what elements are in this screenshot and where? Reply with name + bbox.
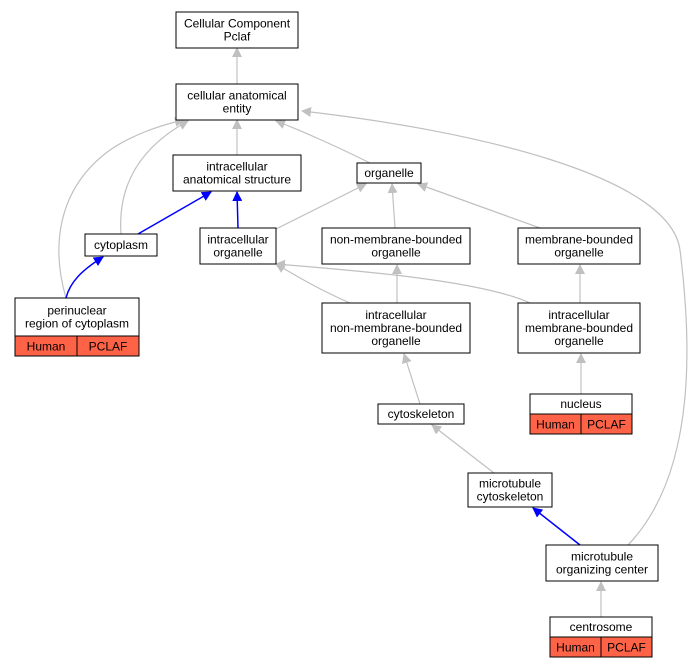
node-box <box>199 227 277 265</box>
gene-tag: PCLAF <box>587 418 626 432</box>
node-label: microtubule <box>571 550 633 564</box>
edge-imbo-to-io <box>275 259 531 304</box>
edge-cyt-to-ias <box>137 191 212 235</box>
node-label: organelle <box>213 246 263 260</box>
edge-io-to-org <box>275 183 367 230</box>
node-box <box>321 302 471 354</box>
edge-csk-to-inmbo <box>401 353 421 405</box>
node-label: intracellular <box>548 308 609 322</box>
edge-prc-to-cyt <box>65 256 104 299</box>
node-box <box>175 83 299 121</box>
node-label: centrosome <box>570 620 633 634</box>
node-label: organelle <box>371 246 421 260</box>
edges-layer <box>58 47 688 617</box>
node-label: organelle <box>364 166 414 180</box>
species-tag: Human <box>27 340 66 354</box>
node-box <box>356 162 422 184</box>
node-label: cytoskeleton <box>477 490 544 504</box>
species-tag: Human <box>536 418 575 432</box>
edge-mbo-to-org <box>417 182 541 229</box>
node-label: Pclaf <box>224 30 251 44</box>
node-label: cytoplasm <box>94 238 148 252</box>
edge-mtc-to-csk <box>431 424 495 474</box>
node-cyt[interactable]: cytoplasm <box>84 233 158 257</box>
node-label: Cellular Component <box>184 17 291 31</box>
node-label: anatomical structure <box>183 173 291 187</box>
node-box <box>517 302 641 354</box>
node-label: organizing center <box>556 563 648 577</box>
node-label: intracellular <box>206 160 267 174</box>
node-label: cytoskeleton <box>388 407 455 421</box>
node-label: organelle <box>371 334 421 348</box>
node-box <box>14 297 140 337</box>
node-box <box>321 227 471 265</box>
node-label: microtubule <box>479 477 541 491</box>
annotation-cell <box>580 413 633 435</box>
edge-moc-to-mtc <box>532 507 581 546</box>
species-tag: Human <box>556 641 595 655</box>
edge-cyt-to-cae <box>120 120 189 235</box>
edge-moc-to-cae <box>301 107 688 546</box>
edge-io-to-ias <box>232 191 243 229</box>
node-label: intracellular <box>207 233 268 247</box>
gene-tag: PCLAF <box>89 340 128 354</box>
node-label: cellular anatomical <box>187 89 286 103</box>
annotation-cell <box>76 335 140 357</box>
node-box <box>175 11 299 49</box>
node-box <box>172 154 302 192</box>
node-csk[interactable]: cytoskeleton <box>377 403 465 425</box>
node-org[interactable]: organelle <box>356 162 422 184</box>
node-box <box>467 472 553 508</box>
node-label: region of cytoplasm <box>25 317 129 331</box>
node-label: membrane-bounded <box>525 233 633 247</box>
node-label: organelle <box>554 246 604 260</box>
node-label: organelle <box>554 334 604 348</box>
node-label: entity <box>223 102 252 116</box>
node-label: intracellular <box>365 308 426 322</box>
node-box <box>545 544 659 582</box>
node-label: non-membrane-bounded <box>330 321 462 335</box>
edge-org-to-cae <box>275 119 371 164</box>
node-inmbo[interactable]: intracellularnon-membrane-boundedorganel… <box>321 302 471 354</box>
gene-tag: PCLAF <box>607 641 646 655</box>
node-box <box>84 233 158 257</box>
node-box <box>517 227 641 265</box>
edge-prc-to-cae <box>58 116 185 299</box>
node-label: nucleus <box>560 397 601 411</box>
node-label: membrane-bounded <box>525 321 633 335</box>
node-label: non-membrane-bounded <box>330 233 462 247</box>
node-box <box>377 403 465 425</box>
node-label: perinuclear <box>47 304 106 318</box>
annotation-cell <box>600 636 653 658</box>
edge-nmbo-to-org <box>387 183 398 229</box>
